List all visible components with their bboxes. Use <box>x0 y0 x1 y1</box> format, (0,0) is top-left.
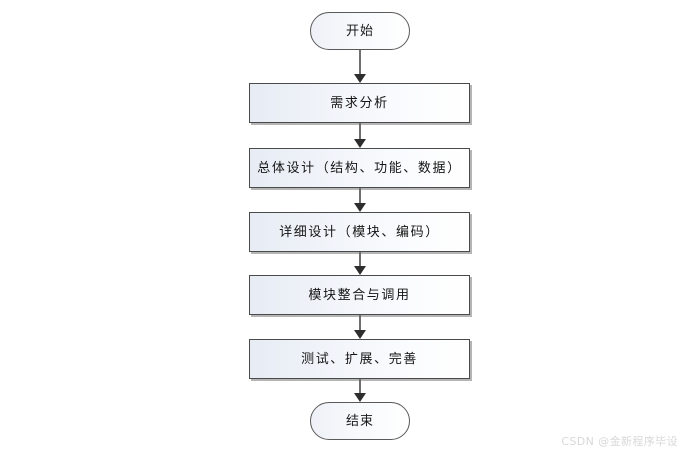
flow-node-module-integration: 模块整合与调用 <box>249 275 470 315</box>
flow-node-detailed-design-label: 详细设计（模块、编码） <box>279 224 440 240</box>
flow-connector-detail-to-integration <box>354 252 366 275</box>
connector-line <box>359 252 361 266</box>
down-arrow-icon <box>354 139 366 148</box>
flow-node-testing-label: 测试、扩展、完善 <box>301 351 418 367</box>
connector-line <box>359 315 361 330</box>
flow-node-end: 结束 <box>310 402 410 440</box>
connector-line <box>359 188 361 203</box>
flow-node-requirements-label: 需求分析 <box>330 95 389 111</box>
connector-line <box>359 123 361 139</box>
flow-node-testing: 测试、扩展、完善 <box>249 339 470 379</box>
connector-line <box>359 379 361 393</box>
flow-connector-requirements-to-overall <box>354 123 366 148</box>
flow-node-overall-design-label: 总体设计（结构、功能、数据） <box>257 160 462 176</box>
flow-node-module-integration-label: 模块整合与调用 <box>308 287 411 303</box>
flow-node-start-label: 开始 <box>345 23 374 39</box>
flow-connector-overall-to-detail <box>354 188 366 212</box>
flow-node-overall-design: 总体设计（结构、功能、数据） <box>249 148 470 188</box>
flow-connector-start-to-requirements <box>354 50 366 83</box>
down-arrow-icon <box>354 203 366 212</box>
flow-node-start: 开始 <box>310 12 410 50</box>
flow-node-requirements: 需求分析 <box>249 83 470 123</box>
connector-line <box>359 50 361 74</box>
down-arrow-icon <box>354 74 366 83</box>
flow-connector-integration-to-testing <box>354 315 366 339</box>
flow-connector-testing-to-end <box>354 379 366 402</box>
down-arrow-icon <box>354 330 366 339</box>
down-arrow-icon <box>354 266 366 275</box>
flow-node-detailed-design: 详细设计（模块、编码） <box>249 212 470 252</box>
flow-node-end-label: 结束 <box>345 413 374 429</box>
down-arrow-icon <box>354 393 366 402</box>
watermark: CSDN @金新程序毕设 <box>561 435 678 448</box>
